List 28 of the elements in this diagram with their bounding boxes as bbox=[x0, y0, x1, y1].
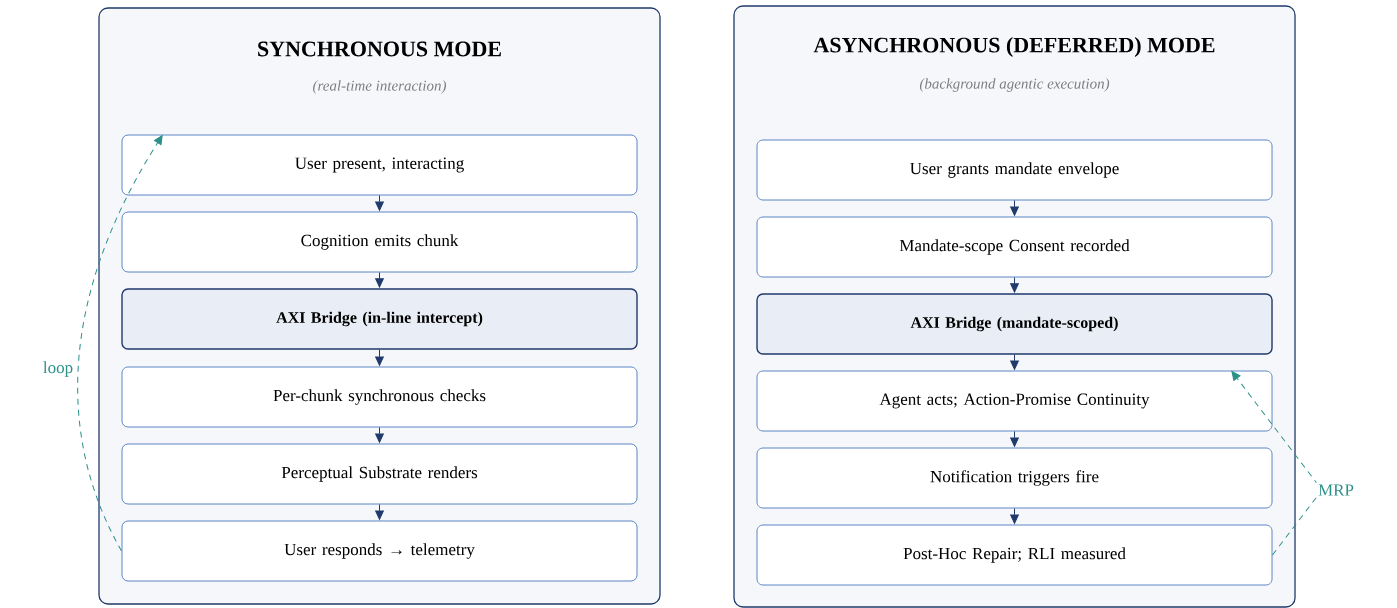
process-box: Perceptual Substrate renders bbox=[121, 443, 638, 505]
arrow bbox=[1010, 276, 1019, 293]
process-box: AXI Bridge (in-line intercept) bbox=[121, 288, 638, 350]
arrow bbox=[375, 503, 384, 520]
process-box: Notification triggers fire bbox=[756, 447, 1273, 509]
process-box: Agent acts; Action-Promise Continuity bbox=[756, 370, 1273, 432]
arrow bbox=[375, 426, 384, 443]
process-box: Mandate-scope Consent recorded bbox=[756, 216, 1273, 278]
arrow bbox=[375, 349, 384, 366]
process-box: AXI Bridge (mandate-scoped) bbox=[756, 293, 1273, 355]
process-box: Post-Hoc Repair; RLI measured bbox=[756, 524, 1273, 586]
edge-label: loop bbox=[40, 359, 76, 379]
arrow bbox=[375, 194, 384, 211]
arrow bbox=[1010, 354, 1019, 370]
arrow bbox=[1010, 507, 1019, 524]
edge-label: MRP bbox=[1316, 482, 1356, 498]
panel-title: ASYNCHRONOUS (DEFERRED) MODE bbox=[813, 37, 1215, 57]
arrow bbox=[1010, 430, 1019, 447]
process-box: Per-chunk synchronous checks bbox=[121, 366, 638, 428]
panel-subtitle: (background agentic execution) bbox=[919, 78, 1110, 92]
panel-title: SYNCHRONOUS MODE bbox=[258, 41, 501, 57]
arrow bbox=[1010, 199, 1019, 216]
process-box: Cognition emits chunk bbox=[121, 211, 638, 273]
process-box: User present, interacting bbox=[121, 134, 638, 196]
panel-subtitle: (real-time interaction) bbox=[313, 80, 447, 94]
process-box: User grants mandate envelope bbox=[756, 139, 1273, 201]
arrow bbox=[375, 271, 384, 288]
process-box: User responds → telemetry bbox=[121, 520, 638, 582]
